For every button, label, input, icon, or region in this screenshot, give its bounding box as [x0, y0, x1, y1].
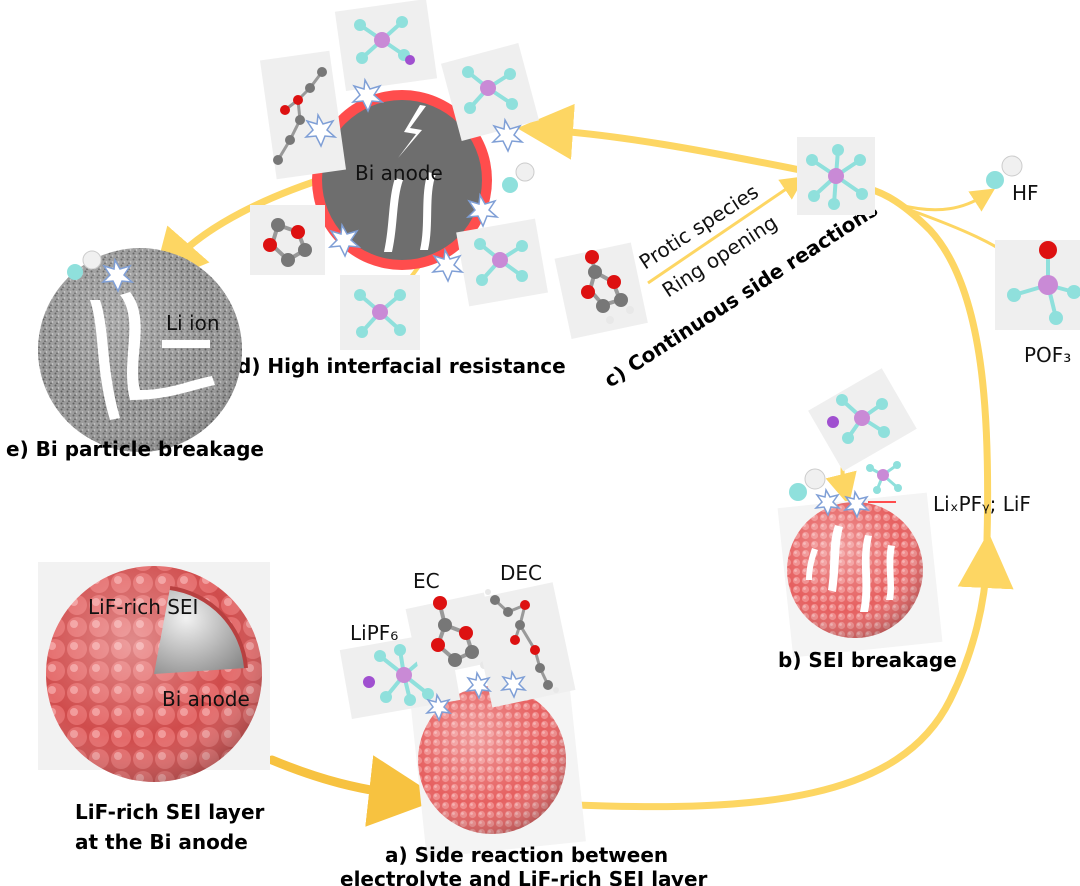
li-ion-label: Li ion	[166, 311, 220, 335]
reaction-arrow-line	[647, 176, 805, 285]
stage-b-particle	[777, 492, 943, 658]
cycle-arrows	[151, 103, 1031, 827]
hf-molecule-d	[502, 162, 535, 193]
lipf6-label: LiPF₆	[350, 621, 398, 645]
stage-b-caption: b) SEI breakage	[778, 648, 957, 672]
pof3-label: POF₃	[1024, 343, 1071, 367]
stage-a-caption-line2: electrolyte and LiF-rich SEI layer	[340, 867, 708, 886]
hf-molecule-b	[789, 468, 826, 501]
dec-molecule	[469, 582, 576, 708]
start-particle: LiF-rich SEI Bi anode	[38, 562, 270, 782]
ec-label: EC	[413, 569, 440, 593]
start-inner-label: Bi anode	[162, 687, 250, 711]
pf6-molecule-c	[797, 137, 875, 215]
arrow-start-to-a	[267, 755, 441, 827]
start-caption-line1: LiF-rich SEI layer	[75, 800, 265, 824]
dec-label: DEC	[500, 561, 542, 585]
attack-markers-a	[424, 669, 528, 722]
stage-d-caption: d) High interfacial resistance	[237, 354, 566, 378]
start-outer-label: LiF-rich SEI	[88, 595, 198, 619]
arrow-a-to-b	[571, 532, 1014, 811]
stage-e-caption: e) Bi particle breakage	[6, 437, 264, 461]
lipf6-molecule	[339, 630, 461, 720]
ec-molecule-c	[554, 242, 648, 339]
stage-e-particle: Li ion	[38, 248, 242, 452]
arrow-d-to-e	[151, 171, 339, 287]
pf6-molecules-d	[334, 0, 548, 350]
arrow-to-hf	[898, 188, 996, 212]
pf-fragment-b	[866, 461, 902, 494]
arrow-c-to-d	[517, 103, 804, 174]
hf-molecule	[986, 155, 1023, 189]
pof3-molecule	[995, 240, 1080, 330]
ec-molecule-d	[250, 205, 325, 275]
stage-c-caption: c) Continuous side reactions	[600, 197, 882, 392]
start-caption-line2: at the Bi anode	[75, 830, 248, 854]
attack-markers-d	[303, 77, 525, 283]
dec-molecule-d	[259, 50, 347, 180]
stage-d-particle: Bi anode	[312, 90, 492, 270]
stage-d-inner-label: Bi anode	[355, 161, 443, 185]
stage-a-caption-line1: a) Side reaction between	[385, 843, 668, 867]
arrow-b-to-c	[851, 181, 992, 544]
attack-markers-b	[813, 487, 871, 519]
hf-label: HF	[1012, 181, 1039, 205]
lipf6-molecule-b	[808, 368, 917, 472]
stage-a-particle	[410, 682, 586, 858]
products-label: LiₓPFᵧ; LiF	[933, 492, 1031, 516]
